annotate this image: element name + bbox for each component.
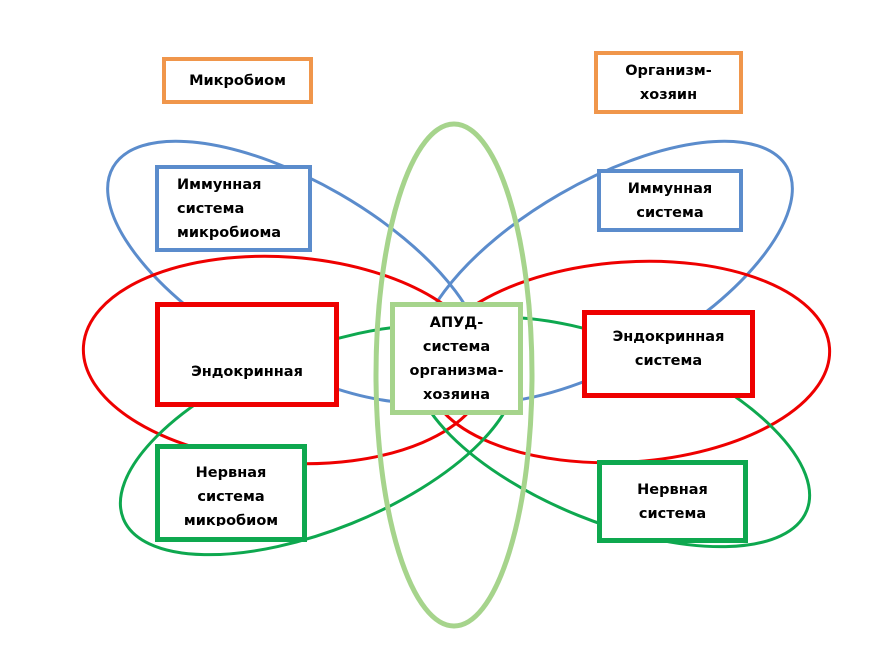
- left-endocrine-line-1: Эндокринная: [191, 364, 303, 380]
- host-immune-system-box: Иммунная система: [597, 169, 743, 232]
- host-organism-header: Организм- хозяин: [594, 51, 743, 114]
- apud-line-2: система: [422, 338, 491, 355]
- microbiome-header-line: Микробиом: [189, 72, 286, 89]
- left-immune-line-3: микробиома: [177, 224, 282, 241]
- right-nervous-line-1: Нервная: [637, 481, 708, 498]
- microbiome-endocrine-system-box: Эндокринная: [155, 302, 339, 407]
- left-immune-line-2: система: [177, 200, 245, 217]
- host-header-line-2: хозяин: [639, 86, 698, 103]
- right-nervous-line-2: система: [638, 505, 707, 522]
- left-nervous-line-1: Нервная: [195, 465, 267, 481]
- microbiome-immune-system-box: Иммунная система микробиома: [155, 165, 312, 252]
- right-endocrine-line-2: система: [634, 353, 703, 369]
- apud-line-1: АПУД-: [429, 314, 484, 331]
- left-immune-line-1: Иммунная: [177, 176, 262, 193]
- host-endocrine-system-box: Эндокринная система: [582, 310, 755, 398]
- left-nervous-line-2: система: [197, 489, 265, 505]
- right-immune-line-2: система: [636, 204, 704, 221]
- apud-loop: [373, 121, 535, 629]
- microbiome-nervous-system-box: Нервная система микробиом: [155, 444, 307, 542]
- left-nervous-line-3: микробиом: [183, 513, 279, 526]
- apud-line-3: организма-: [409, 362, 504, 379]
- host-header-line-1: Организм-: [625, 62, 712, 79]
- apud-system-box: АПУД- система организма- хозяина: [390, 302, 523, 415]
- microbiome-header: Микробиом: [162, 57, 313, 104]
- right-endocrine-line-1: Эндокринная: [612, 329, 725, 345]
- apud-line-4: хозяина: [422, 386, 490, 403]
- right-immune-line-1: Иммунная: [627, 180, 713, 197]
- host-nervous-system-box: Нервная система: [597, 460, 748, 543]
